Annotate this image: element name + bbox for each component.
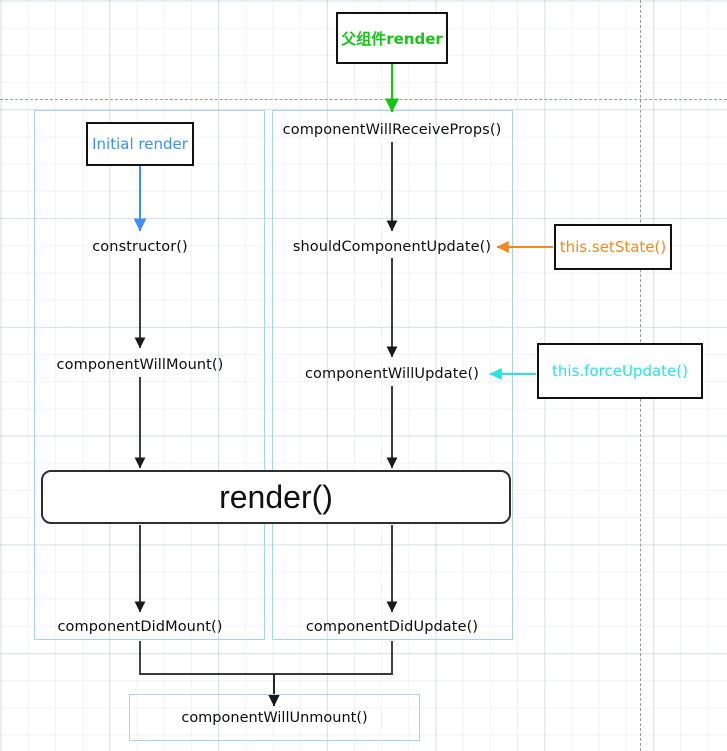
node-should-component-update-label: shouldComponentUpdate() — [292, 239, 492, 255]
node-component-will-receive-props-label: componentWillReceiveProps() — [282, 122, 502, 138]
render-box[interactable]: render() — [41, 470, 511, 524]
mounting-phase-group — [34, 110, 265, 640]
render-label: render() — [219, 478, 333, 515]
node-component-did-mount[interactable]: componentDidMount() — [36, 613, 244, 641]
set-state-label: this.setState() — [559, 238, 667, 256]
component-will-unmount-label: componentWillUnmount() — [181, 709, 368, 726]
force-update-label: this.forceUpdate() — [552, 362, 688, 380]
node-constructor[interactable]: constructor() — [40, 233, 240, 261]
node-component-did-update[interactable]: componentDidUpdate() — [292, 613, 492, 641]
node-component-will-receive-props[interactable]: componentWillReceiveProps() — [277, 116, 507, 144]
parent-render-label: 父组件render — [341, 29, 443, 48]
node-component-did-mount-label: componentDidMount() — [57, 619, 223, 635]
node-component-will-mount-label: componentWillMount() — [56, 357, 224, 373]
set-state-box[interactable]: this.setState() — [554, 224, 672, 270]
node-component-will-update-label: componentWillUpdate() — [304, 366, 480, 382]
parent-render-box[interactable]: 父组件render — [336, 12, 448, 64]
node-should-component-update[interactable]: shouldComponentUpdate() — [285, 233, 499, 261]
component-will-unmount-box[interactable]: componentWillUnmount() — [129, 694, 420, 741]
page-guide-horizontal — [0, 99, 727, 100]
node-component-did-update-label: componentDidUpdate() — [305, 619, 479, 635]
initial-render-box[interactable]: Initial render — [86, 122, 194, 166]
node-constructor-label: constructor() — [92, 239, 188, 255]
force-update-box[interactable]: this.forceUpdate() — [537, 343, 703, 399]
node-component-will-mount[interactable]: componentWillMount() — [36, 351, 244, 379]
arrow-merge-bracket — [139, 641, 393, 675]
node-component-will-update[interactable]: componentWillUpdate() — [292, 360, 492, 388]
initial-render-label: Initial render — [92, 135, 188, 153]
